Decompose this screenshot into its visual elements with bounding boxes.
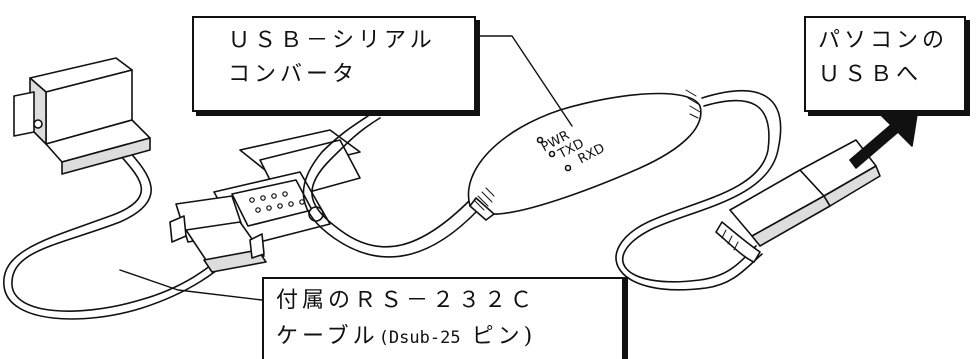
converter-cable-right [621, 90, 782, 283]
callout-cable-line1: 付属のＲＳ－２３２Ｃ [276, 288, 537, 313]
converter-leader-line [475, 35, 573, 127]
callout-rs232c-cable: 付属のＲＳ－２３２Ｃ ケーブル(Dsub-25 ピン) [262, 277, 624, 359]
db25-connector [13, 57, 151, 175]
callout-converter-line2: コンバータ [228, 62, 359, 87]
callout-pc-usb: パソコンの ＵＳＢへ [804, 16, 966, 112]
usb-serial-converter [467, 89, 702, 221]
converter-cable-left [311, 117, 471, 248]
db9-male-connector [169, 195, 267, 273]
callout-pc-line1: パソコンの [818, 28, 949, 53]
arrow-to-pc [849, 107, 919, 169]
callout-cable-spec: (Dsub-25 [378, 328, 461, 348]
callout-converter-line1: ＵＳＢ－シリアル [228, 28, 436, 53]
cable-leader-line [119, 269, 263, 301]
callout-cable-word: ケーブル [276, 324, 379, 349]
callout-cable-pin: ピン) [460, 324, 537, 349]
callout-pc-line2: ＵＳＢへ [818, 62, 923, 87]
callout-cable-line2: ケーブル(Dsub-25 ピン) [276, 319, 612, 356]
callout-converter: ＵＳＢ－シリアル コンバータ [192, 16, 476, 112]
